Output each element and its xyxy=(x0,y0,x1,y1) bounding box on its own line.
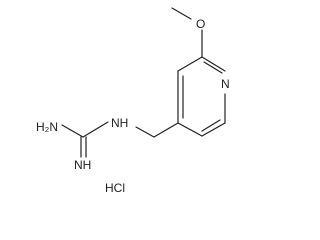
bond-methylene-nh xyxy=(135,126,155,138)
atom-label-amine-nh: NH xyxy=(111,116,128,130)
bond-ring-c6-c5-double xyxy=(201,119,221,132)
atom-label-pyridine-nitrogen: N xyxy=(221,77,230,91)
bond-ring-methylene xyxy=(153,122,179,138)
bond-ring-c6-c5 xyxy=(201,122,226,137)
bond-ring-c2-n1-double xyxy=(203,61,223,74)
chemical-structure: O N NH H₂N NH HCl xyxy=(36,7,230,195)
bond-nh-guanidine-carbon xyxy=(82,121,109,138)
bond-guanidine-h2n xyxy=(61,124,84,138)
atom-label-imine-nh: NH xyxy=(74,158,91,172)
bond-methyl-oxygen xyxy=(171,7,192,20)
atom-label-h2n: H₂N xyxy=(36,120,58,134)
bond-ring-c2-n1 xyxy=(201,56,226,72)
bond-ring-c3-c2 xyxy=(177,56,203,72)
atom-label-oxygen: O xyxy=(196,17,205,31)
bond-ring-c5-c4 xyxy=(177,122,203,137)
salt-label: HCl xyxy=(105,181,125,195)
